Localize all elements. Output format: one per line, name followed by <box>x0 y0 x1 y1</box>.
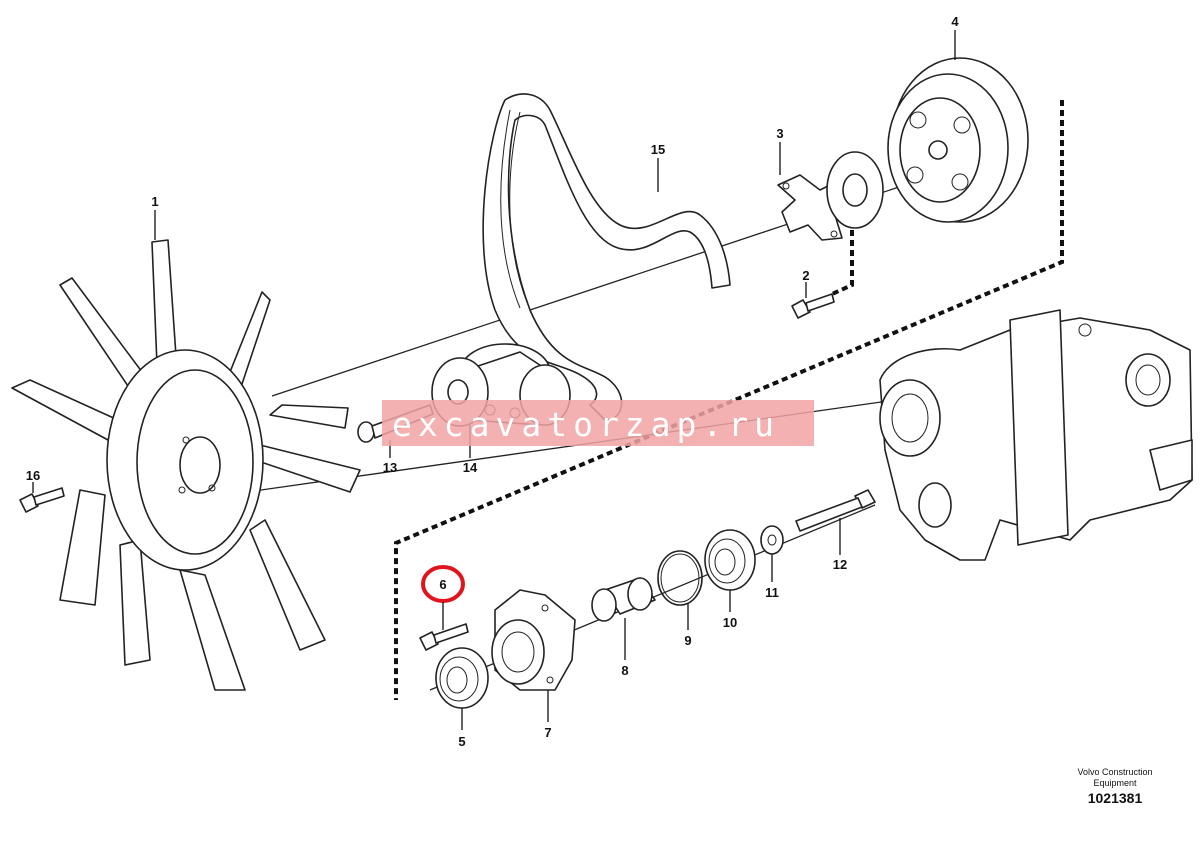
fan-bolt-part[interactable] <box>19 487 65 513</box>
fan-hub-part[interactable] <box>777 151 884 241</box>
bearing-front-part[interactable] <box>435 647 489 709</box>
callout-9[interactable]: 9 <box>684 633 691 648</box>
callout-12[interactable]: 12 <box>833 557 847 572</box>
callout-3[interactable]: 3 <box>776 126 783 141</box>
middle-axis-line <box>119 382 1016 511</box>
callout-11[interactable]: 11 <box>765 585 779 600</box>
bearing-rear-part[interactable] <box>704 529 756 591</box>
pulley-part[interactable] <box>887 57 1029 223</box>
fan-part[interactable] <box>11 239 361 691</box>
callout-7[interactable]: 7 <box>544 725 551 740</box>
snap-ring-part[interactable] <box>657 550 703 606</box>
highlight-circle <box>421 565 465 603</box>
hub-dashed-guide <box>829 210 854 297</box>
document-number: 1021381 <box>1088 790 1143 806</box>
credit-line-1: Volvo Construction <box>1077 767 1152 777</box>
screw-part[interactable] <box>419 623 469 651</box>
spacer-part[interactable] <box>591 577 656 622</box>
washer-part[interactable] <box>760 525 784 555</box>
callout-8[interactable]: 8 <box>621 663 628 678</box>
callout-14[interactable]: 14 <box>463 460 478 475</box>
callout-10[interactable]: 10 <box>723 615 737 630</box>
callout-5[interactable]: 5 <box>458 734 465 749</box>
engine-housing <box>879 309 1193 561</box>
callout-13[interactable]: 13 <box>383 460 397 475</box>
watermark-band <box>382 400 814 446</box>
v-belt-part[interactable] <box>482 93 731 421</box>
callout-6[interactable]: 6 <box>439 577 446 592</box>
callout-2[interactable]: 2 <box>802 268 809 283</box>
callout-1[interactable]: 1 <box>151 194 158 209</box>
hub-bolt-part[interactable] <box>791 293 835 319</box>
watermark-text: excavatorzap.ru <box>392 405 780 444</box>
bracket-part[interactable] <box>491 589 576 691</box>
callout-16[interactable]: 16 <box>26 468 40 483</box>
credit-line-2: Equipment <box>1093 778 1137 788</box>
callout-4[interactable]: 4 <box>951 14 959 29</box>
callout-15[interactable]: 15 <box>651 142 665 157</box>
shaft-bolt-part[interactable] <box>795 489 876 532</box>
